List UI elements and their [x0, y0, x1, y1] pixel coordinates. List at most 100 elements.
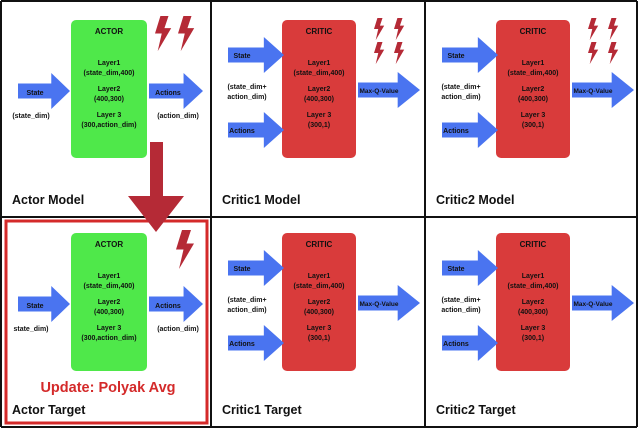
- q-value-output-label: Max-Q-Value: [359, 88, 398, 95]
- layer-label: (400,300): [518, 96, 548, 103]
- layer-label: Layer 3: [307, 325, 332, 332]
- lightning-bolt-icon: [374, 42, 385, 65]
- state-input-label: State: [447, 266, 464, 273]
- state-input-label: State: [26, 90, 43, 97]
- state-action-dim-label: (state_dim+action_dim): [227, 297, 266, 314]
- state-input-label: State: [233, 53, 250, 60]
- polyak-update-label: Update: Polyak Avg: [40, 380, 175, 396]
- panel-caption: Critic2 Target: [436, 403, 516, 417]
- layer-label: Layer 3: [97, 325, 122, 332]
- layer-label: (300,1): [308, 335, 330, 342]
- layer-label: (400,300): [94, 309, 124, 316]
- lightning-bolt-icon: [588, 18, 599, 41]
- actions-output-label: Actions: [155, 303, 181, 310]
- q-value-output-arrow: [358, 72, 420, 108]
- state-action-dim-label: (state_dim+action_dim): [441, 84, 480, 101]
- critic-network-box: [282, 20, 356, 158]
- layer-label: Layer2: [522, 299, 545, 306]
- critic-network-box: [496, 20, 570, 158]
- action-dim-label: (action_dim): [157, 113, 199, 120]
- panel-2: CRITICLayer1(state_dim,400)Layer2(400,30…: [222, 18, 420, 207]
- layer-label: (state_dim,400): [294, 70, 345, 77]
- panel-caption: Actor Model: [12, 193, 84, 207]
- layer-label: (300,action_dim): [81, 335, 136, 342]
- lightning-bolt-icon: [608, 42, 619, 65]
- state-action-dim-label: (state_dim+action_dim): [227, 84, 266, 101]
- critic-network-box: [496, 233, 570, 371]
- actions-output-arrow: [149, 73, 203, 109]
- actions-input-label: Actions: [229, 341, 255, 348]
- actor-network-box: [71, 20, 147, 158]
- panel-5: CRITICLayer1(state_dim,400)Layer2(400,30…: [222, 233, 420, 417]
- layer-label: Layer 3: [307, 112, 332, 119]
- state-dim-label: (state_dim): [12, 113, 49, 120]
- q-value-output-label: Max-Q-Value: [573, 301, 612, 308]
- layer-label: (300,1): [308, 122, 330, 129]
- layer-label: Layer1: [98, 60, 121, 67]
- layer-label: (state_dim,400): [294, 283, 345, 290]
- layer-label: Layer 3: [521, 112, 546, 119]
- actions-input-arrow: [442, 325, 498, 361]
- lightning-bolt-icon: [394, 18, 405, 41]
- lightning-bolt-icon: [588, 42, 599, 65]
- actor-target-highlight: [4, 219, 209, 425]
- actions-output-label: Actions: [155, 90, 181, 97]
- state-input-arrow: [228, 250, 284, 286]
- state-input-label: State: [447, 53, 464, 60]
- lightning-bolt-icon: [176, 230, 194, 269]
- layer-label: (300,action_dim): [81, 122, 136, 129]
- layer-label: (400,300): [518, 309, 548, 316]
- actions-input-arrow: [228, 112, 284, 148]
- layer-label: Layer1: [308, 273, 331, 280]
- lightning-bolt-icon: [178, 16, 195, 52]
- actions-input-label: Actions: [229, 128, 255, 135]
- q-value-output-arrow: [572, 285, 634, 321]
- q-value-output-label: Max-Q-Value: [359, 301, 398, 308]
- panel-caption: Critic1 Target: [222, 403, 302, 417]
- state-input-label: State: [233, 266, 250, 273]
- layer-label: Layer 3: [521, 325, 546, 332]
- layer-label: Layer1: [98, 273, 121, 280]
- layer-label: (400,300): [304, 309, 334, 316]
- state-dim-label: state_dim): [13, 326, 48, 333]
- panel-caption: Critic1 Model: [222, 193, 301, 207]
- state-input-arrow: [442, 250, 498, 286]
- q-value-output-label: Max-Q-Value: [573, 88, 612, 95]
- critic-network-box: [282, 233, 356, 371]
- update-down-arrow: [128, 142, 184, 232]
- state-input-arrow: [18, 73, 70, 109]
- actions-output-arrow: [149, 286, 203, 322]
- actions-input-label: Actions: [443, 128, 469, 135]
- layer-label: Layer 3: [97, 112, 122, 119]
- lightning-bolt-icon: [608, 18, 619, 41]
- network-title: ACTOR: [95, 27, 124, 36]
- layer-label: (400,300): [304, 96, 334, 103]
- layer-label: (300,1): [522, 335, 544, 342]
- panel-6: CRITICLayer1(state_dim,400)Layer2(400,30…: [436, 233, 634, 417]
- lightning-bolt-icon: [374, 18, 385, 41]
- actions-input-label: Actions: [443, 341, 469, 348]
- layer-label: (state_dim,400): [84, 283, 135, 290]
- layer-label: (400,300): [94, 96, 124, 103]
- lightning-bolt-icon: [394, 42, 405, 65]
- network-title: CRITIC: [520, 240, 547, 249]
- layer-label: (state_dim,400): [508, 70, 559, 77]
- layer-label: (300,1): [522, 122, 544, 129]
- q-value-output-arrow: [358, 285, 420, 321]
- state-input-arrow: [442, 37, 498, 73]
- layer-label: Layer2: [308, 86, 331, 93]
- layer-label: Layer2: [98, 86, 121, 93]
- panel-caption: Actor Target: [12, 403, 86, 417]
- layer-label: Layer2: [98, 299, 121, 306]
- panel-4: ACTORLayer1(state_dim,400)Layer2(400,300…: [12, 230, 203, 417]
- panel-1: ACTORLayer1(state_dim,400)Layer2(400,300…: [12, 16, 203, 207]
- actions-input-arrow: [228, 325, 284, 361]
- layer-label: Layer2: [308, 299, 331, 306]
- lightning-bolt-icon: [155, 16, 172, 52]
- layer-label: Layer2: [522, 86, 545, 93]
- actor-network-box: [71, 233, 147, 371]
- state-action-dim-label: (state_dim+action_dim): [441, 297, 480, 314]
- panel-caption: Critic2 Model: [436, 193, 515, 207]
- layer-label: Layer1: [308, 60, 331, 67]
